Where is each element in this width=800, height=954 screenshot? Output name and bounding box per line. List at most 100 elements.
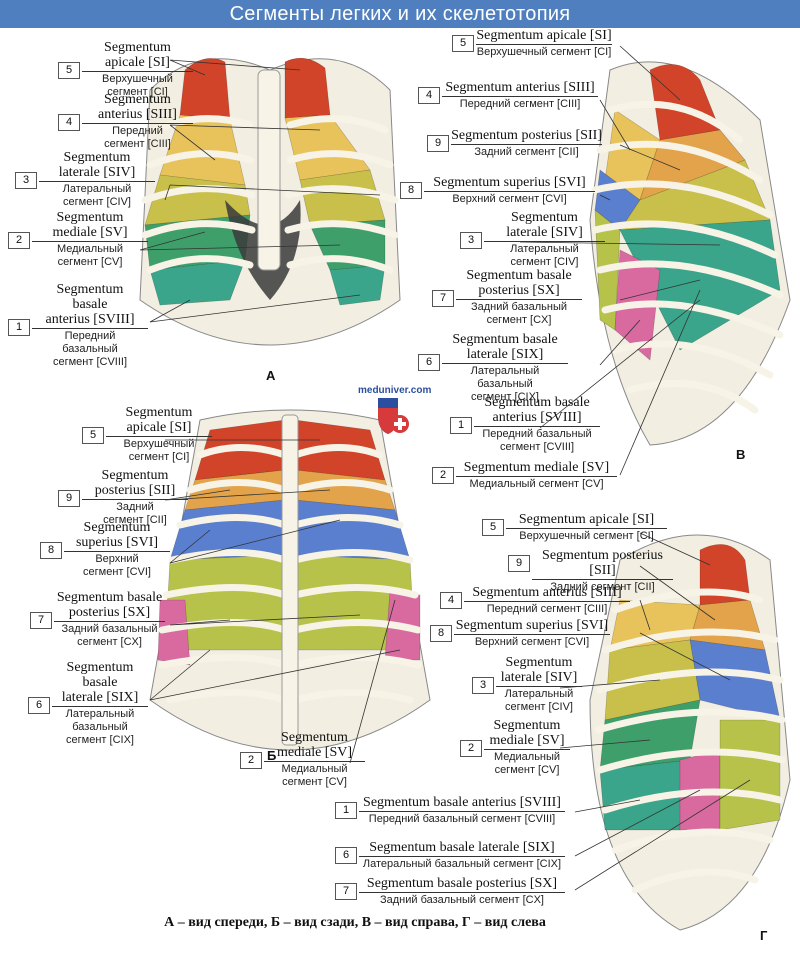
russian-name: Передний сегмент [CIII]	[486, 603, 608, 615]
label-rule	[82, 499, 188, 500]
russian-name: сегмент [CVI]	[83, 566, 151, 578]
russian-name: базальный	[72, 721, 128, 733]
label-rule	[474, 426, 600, 427]
label-rule	[64, 551, 170, 552]
latin-name: basale	[82, 675, 118, 690]
latin-name: anterius [SVIII]	[492, 410, 582, 425]
russian-name: Задний базальный сегмент [CX]	[379, 894, 544, 906]
label-number-badge: 2	[240, 752, 262, 769]
label-number-badge: 5	[482, 519, 504, 536]
label-rule	[496, 686, 582, 687]
label-number-badge: 4	[418, 87, 440, 104]
russian-name: Медиальный	[281, 763, 348, 775]
label-rule	[82, 71, 193, 72]
view-b-left-basal-lateral	[157, 599, 191, 666]
russian-name: Верхушечный	[102, 73, 173, 85]
label-rule	[454, 634, 610, 635]
russian-name: Передний базальный сегмент [CVIII]	[368, 813, 556, 825]
page-title: Сегменты легких и их скелетотопия	[0, 0, 800, 28]
label-rule	[54, 621, 165, 622]
russian-name: базальный	[62, 343, 118, 355]
russian-name: Латеральный	[510, 243, 579, 255]
view-v-letter: В	[736, 447, 746, 462]
russian-name: сегмент [CIII]	[104, 138, 171, 150]
russian-name: Задний базальный	[61, 623, 158, 635]
view-g-letter: Г	[760, 928, 768, 943]
label-number-badge: 6	[418, 354, 440, 371]
latin-name: Segmentum basale	[484, 395, 590, 410]
label-rule	[52, 706, 148, 707]
figure-caption: А – вид спереди, Б – вид сзади, В – вид …	[164, 915, 546, 930]
latin-name: mediale [SV]	[489, 733, 565, 748]
latin-name: Segmentum superius [SVI]	[433, 175, 586, 190]
logo-site-text: meduniver.com	[358, 385, 432, 396]
latin-name: Segmentum anterius [SIII]	[472, 585, 622, 600]
russian-name: сегмент [CX]	[486, 314, 552, 326]
label-number-badge: 7	[432, 290, 454, 307]
view-b-figure	[149, 409, 431, 751]
latin-name: Segmentum apicale [SI]	[518, 512, 655, 527]
latin-name: Segmentum	[493, 718, 561, 733]
latin-name: Segmentum superius [SVI]	[455, 618, 609, 633]
russian-name: Верхний сегмент [CVI]	[474, 636, 590, 648]
russian-name: Латеральный	[65, 708, 135, 720]
latin-name: apicale [SI]	[105, 55, 170, 70]
russian-name: Задний базальный	[470, 301, 568, 313]
russian-name: Латеральный базальный сегмент [CIX]	[362, 858, 562, 870]
russian-name: Латеральный	[62, 183, 132, 195]
russian-name: сегмент [CIV]	[510, 256, 579, 268]
view-v-basal-anterior	[619, 219, 781, 351]
view-v-figure	[589, 61, 791, 446]
latin-name: Segmentum	[66, 660, 134, 675]
russian-name: Верхушечный сегмент [CI]	[519, 530, 654, 542]
label-rule	[359, 856, 565, 857]
label-rule	[82, 123, 193, 124]
view-a-right-lung-lateral	[299, 169, 386, 226]
view-b-letter: Б	[267, 748, 277, 763]
russian-name: Передний сегмент [CIII]	[459, 98, 581, 110]
label-number-badge: 6	[28, 697, 50, 714]
russian-name: Латеральный	[504, 688, 574, 700]
latin-name: anterius [SVIII]	[45, 312, 135, 327]
latin-name: mediale [SV]	[52, 225, 128, 240]
view-a-left-lung-basal-anterior	[149, 259, 246, 306]
latin-name: basale	[72, 297, 108, 312]
russian-name: Верхний	[95, 553, 139, 565]
latin-name: Segmentum	[63, 150, 131, 165]
latin-name: Segmentum	[281, 730, 348, 745]
label-rule	[106, 436, 212, 437]
latin-name: Segmentum apicale [SI]	[476, 28, 612, 43]
latin-name: Segmentum	[83, 520, 151, 535]
russian-name: Задний	[116, 501, 154, 513]
russian-name: Задний сегмент [CII]	[474, 146, 579, 158]
latin-name: laterale [SIX]	[61, 690, 139, 705]
latin-name: Segmentum mediale [SV]	[463, 460, 610, 475]
russian-name: сегмент [CV]	[282, 776, 347, 788]
russian-name: сегмент [CIV]	[63, 196, 131, 208]
label-rule	[359, 892, 565, 893]
view-a-left-lung-apical	[179, 58, 231, 121]
latin-name: anterius [SIII]	[98, 107, 177, 122]
label-rule	[456, 476, 617, 477]
latin-name: Segmentum anterius [SIII]	[445, 80, 595, 95]
label-number-badge: 3	[472, 677, 494, 694]
label-number-badge: 9	[427, 135, 449, 152]
label-number-badge: 1	[335, 802, 357, 819]
russian-name: Задний сегмент [CII]	[550, 581, 655, 593]
russian-name: Передний базальный	[482, 428, 592, 440]
russian-name: сегмент [CI]	[128, 451, 190, 463]
label-rule	[532, 579, 673, 580]
latin-name: Segmentum basale	[452, 332, 558, 347]
russian-name: сегмент [CIX]	[471, 391, 539, 403]
russian-name: Передний	[112, 125, 163, 137]
label-number-badge: 1	[450, 417, 472, 434]
